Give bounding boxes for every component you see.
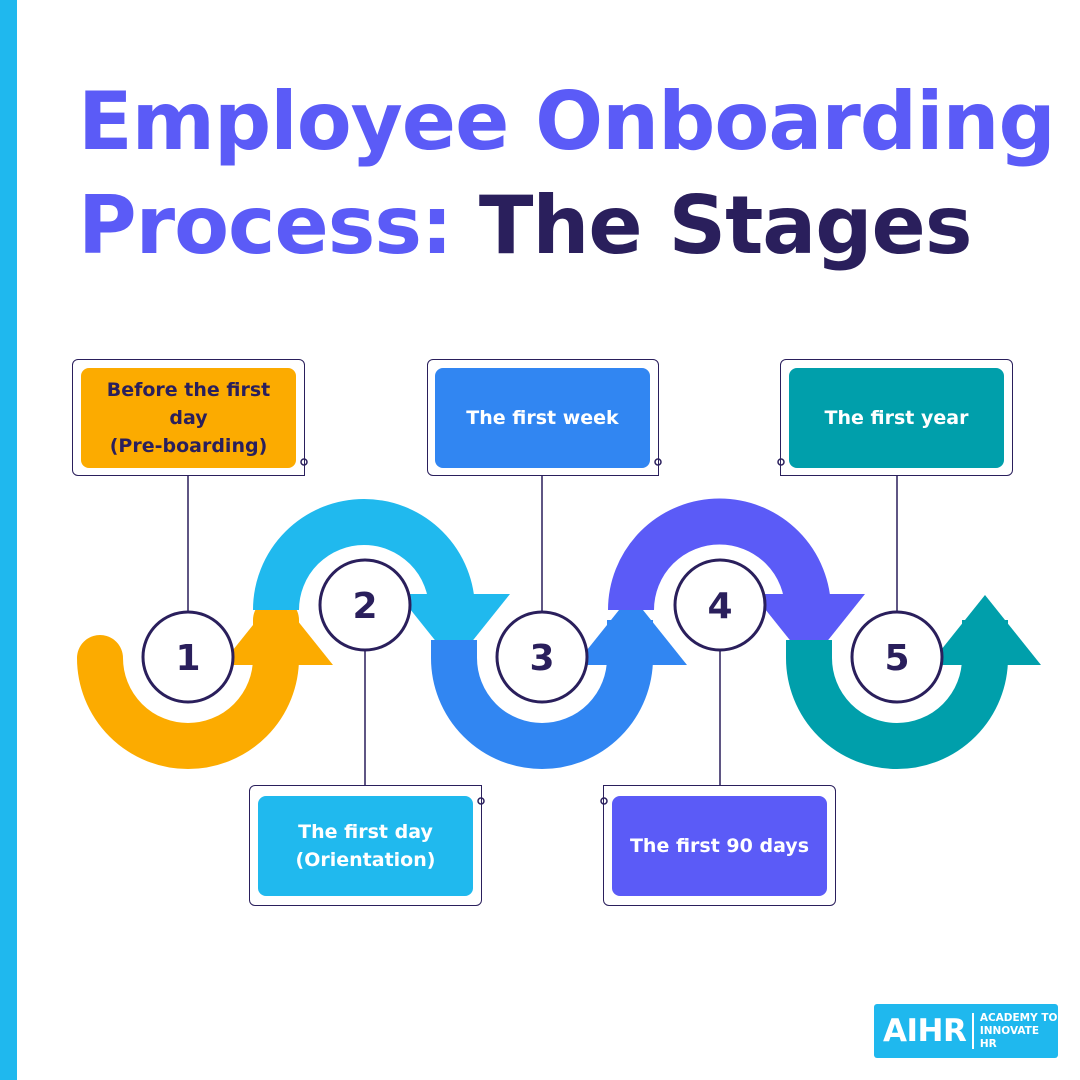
stage-3-frame — [427, 359, 659, 476]
title-line-1: Employee Onboarding — [78, 75, 1056, 168]
stage-4-arrow — [608, 498, 865, 664]
stage-5-number-ring — [850, 610, 944, 704]
stage-5-number: 5 — [884, 638, 909, 679]
stage-2-number: 2 — [352, 586, 377, 627]
stage-1-number-ring — [141, 610, 235, 704]
title-line-2-dark: The Stages — [478, 179, 973, 272]
frame-dot-5 — [777, 458, 785, 466]
stage-1-label: Before the first day (Pre-boarding) — [81, 368, 296, 468]
stage-2-number-ring — [318, 558, 412, 652]
stage-2-frame — [249, 785, 482, 906]
aihr-logo: AIHR ACADEMY TO INNOVATE HR — [874, 1004, 1058, 1058]
stage-5-label: The first year — [789, 368, 1004, 468]
frame-dot-4 — [600, 797, 608, 805]
stage-3-label: The first week — [435, 368, 650, 468]
left-accent-bar — [0, 0, 17, 1080]
stage-4-number-ring — [673, 558, 767, 652]
logo-tagline: ACADEMY TO INNOVATE HR — [979, 1011, 1058, 1050]
stage-5-frame — [780, 359, 1013, 476]
title-line-2-highlight: Process: — [78, 179, 479, 272]
stage-5-arrow — [786, 595, 1041, 769]
stage-4-frame — [603, 785, 836, 906]
stage-1-arrow — [77, 595, 333, 769]
stage-1-frame — [72, 359, 305, 476]
logo-mark: AIHR — [883, 1013, 967, 1049]
stage-2-label: The first day (Orientation) — [258, 796, 473, 896]
stage-1-number: 1 — [175, 638, 200, 679]
stage-3-arrow — [431, 595, 687, 769]
logo-divider — [972, 1013, 974, 1049]
stage-4-number: 4 — [707, 586, 732, 627]
stage-2-arrow — [253, 499, 510, 664]
stage-3-number-ring — [495, 610, 589, 704]
stage-4-label: The first 90 days — [612, 796, 827, 896]
page-title: Employee Onboarding Process: The Stages — [78, 70, 1056, 278]
stage-3-number: 3 — [529, 638, 554, 679]
